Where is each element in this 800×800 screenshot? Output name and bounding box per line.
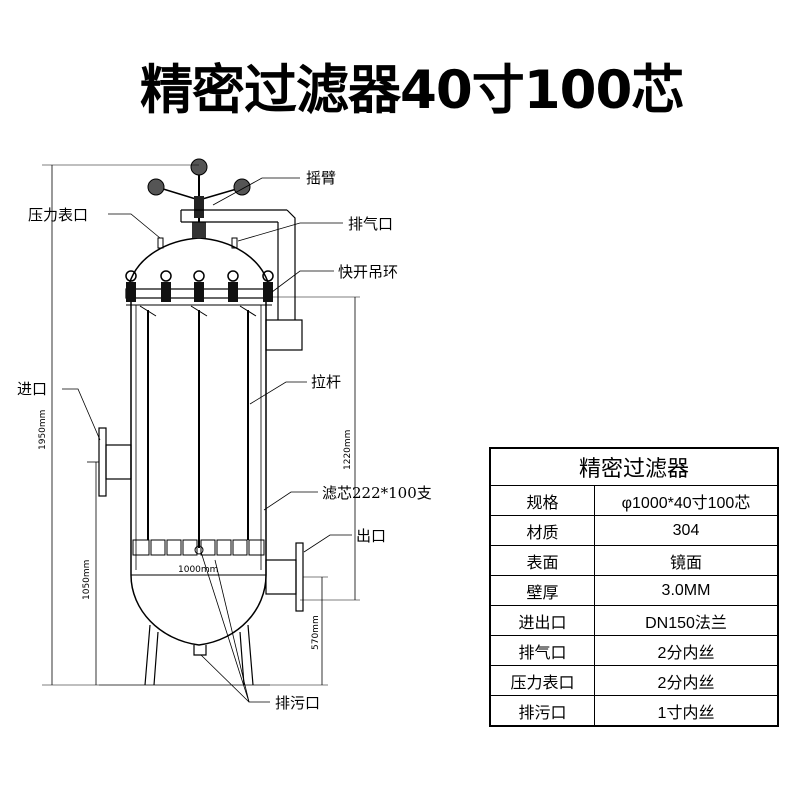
label-inlet: 进口	[17, 380, 47, 398]
spec-row: 规格 φ1000*40寸100芯	[489, 485, 779, 516]
label-filter-cartridge: 滤芯222*100支	[322, 484, 432, 502]
vent-port	[231, 237, 238, 249]
spec-row: 表面 镜面	[489, 545, 779, 576]
label-quick-open-lifting-ring: 快开吊环	[338, 263, 398, 281]
spec-key: 排污口	[489, 695, 595, 727]
inlet-flange	[87, 427, 132, 497]
spec-key: 材质	[489, 515, 595, 546]
spec-row: 壁厚 3.0MM	[489, 575, 779, 606]
spec-key: 进出口	[489, 605, 595, 636]
filter-cartridges	[132, 539, 265, 556]
dim-diameter: 1000mm	[178, 565, 218, 575]
spec-row: 材质 304	[489, 515, 779, 546]
spec-value: 3.0MM	[594, 575, 779, 606]
spec-row: 排气口 2分内丝	[489, 635, 779, 666]
dim-outlet-height: 570mm	[311, 615, 321, 650]
rocker-arm	[147, 158, 303, 351]
eye-bolts	[125, 270, 274, 302]
spec-key: 壁厚	[489, 575, 595, 606]
spec-value: 2分内丝	[594, 665, 779, 696]
label-tie-rod: 拉杆	[311, 373, 341, 391]
label-outlet: 出口	[356, 527, 386, 545]
spec-key: 排气口	[489, 635, 595, 666]
spec-value: 2分内丝	[594, 635, 779, 666]
spec-key: 规格	[489, 485, 595, 516]
spec-key: 表面	[489, 545, 595, 576]
spec-row: 排污口 1寸内丝	[489, 695, 779, 727]
spec-table-caption: 精密过滤器	[489, 447, 779, 486]
spec-value: 1寸内丝	[594, 695, 779, 727]
spec-row: 压力表口 2分内丝	[489, 665, 779, 696]
label-rocker-arm: 摇臂	[306, 169, 336, 187]
label-vent-port: 排气口	[348, 215, 393, 233]
outlet-flange	[265, 542, 304, 612]
leader-lines	[62, 177, 352, 703]
dimension-lines	[42, 164, 360, 686]
spec-row: 进出口 DN150法兰	[489, 605, 779, 636]
spec-value: DN150法兰	[594, 605, 779, 636]
spec-table: 精密过滤器 规格 φ1000*40寸100芯 材质 304 表面 镜面 壁厚 3…	[489, 447, 779, 727]
spec-value: 镜面	[594, 545, 779, 576]
page-title: 精密过滤器40寸100芯	[140, 60, 684, 121]
tie-rods	[139, 305, 257, 548]
dim-total-height: 1950mm	[38, 410, 48, 450]
label-drain-port: 排污口	[275, 694, 320, 712]
dim-body-height: 1220mm	[343, 430, 353, 470]
pressure-gauge-port	[157, 237, 164, 249]
label-pressure-gauge-port: 压力表口	[28, 206, 88, 224]
spec-table-caption-row: 精密过滤器	[489, 447, 779, 486]
support-legs	[99, 624, 270, 686]
spec-key: 压力表口	[489, 665, 595, 696]
spec-value: φ1000*40寸100芯	[594, 485, 779, 516]
dim-inlet-height: 1050mm	[82, 560, 92, 600]
spec-value: 304	[594, 515, 779, 546]
